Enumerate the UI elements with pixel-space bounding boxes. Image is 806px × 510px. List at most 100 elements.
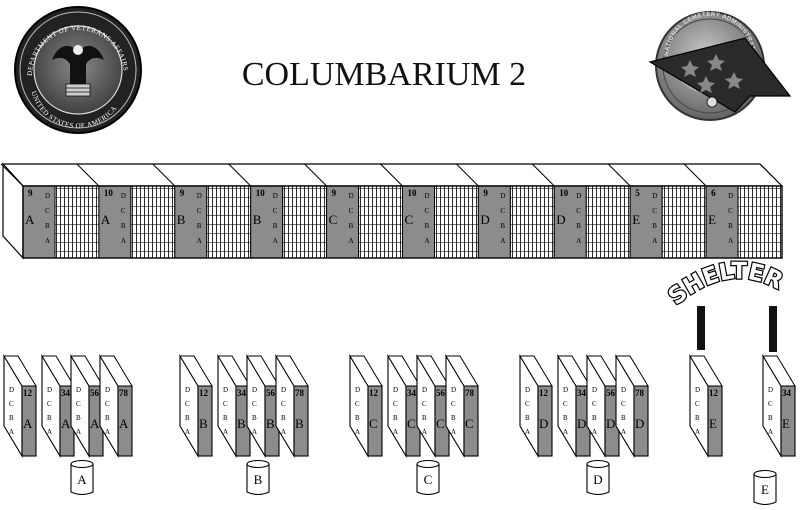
- column-number: 56: [606, 388, 616, 398]
- column-letter: B: [237, 416, 246, 431]
- row-label: C: [76, 400, 81, 408]
- column-number: 78: [635, 388, 645, 398]
- urn-icon: D: [586, 459, 610, 496]
- row-label: C: [223, 400, 228, 408]
- column-number: 78: [119, 388, 129, 398]
- row-label: D: [197, 192, 202, 200]
- row-label: A: [105, 428, 110, 436]
- row-label: A: [422, 428, 427, 436]
- wall-section-number: 9: [332, 188, 337, 198]
- page-title: COLUMBARIUM 2: [242, 56, 526, 93]
- wall-section-number: 10: [559, 188, 569, 198]
- row-label: A: [47, 428, 52, 436]
- row-label: B: [349, 222, 354, 230]
- wall-section-letter: E: [632, 212, 640, 227]
- row-label: A: [451, 428, 456, 436]
- row-label: D: [422, 386, 427, 394]
- column-letter: A: [61, 416, 71, 431]
- row-label: C: [185, 400, 190, 408]
- row-label: D: [121, 192, 126, 200]
- row-label: D: [576, 192, 581, 200]
- column-letter: D: [539, 416, 548, 431]
- row-label: B: [355, 414, 360, 422]
- row-label: A: [273, 237, 278, 245]
- row-label: A: [695, 428, 700, 436]
- row-label: B: [525, 414, 530, 422]
- row-label: B: [500, 222, 505, 230]
- column-number: 56: [90, 388, 100, 398]
- row-label: D: [393, 386, 398, 394]
- row-label: D: [349, 192, 354, 200]
- row-label: C: [451, 400, 456, 408]
- row-label: D: [695, 386, 700, 394]
- row-label: D: [273, 192, 278, 200]
- column-number: 34: [577, 388, 587, 398]
- urn-letter: E: [761, 482, 769, 497]
- column-number: 34: [237, 388, 247, 398]
- row-label: B: [223, 414, 228, 422]
- row-label: A: [9, 428, 14, 436]
- row-label: D: [47, 386, 52, 394]
- wall-section-letter: D: [556, 212, 565, 227]
- column-number: 34: [61, 388, 71, 398]
- row-label: C: [425, 207, 430, 215]
- row-label: C: [45, 207, 50, 215]
- row-label: D: [252, 386, 257, 394]
- row-label: B: [185, 414, 190, 422]
- wall-section-letter: A: [101, 212, 111, 227]
- column-letter: D: [577, 416, 586, 431]
- row-label: B: [273, 222, 278, 230]
- row-label: C: [728, 207, 733, 215]
- row-label: A: [563, 428, 568, 436]
- shelter-label: SHELTER: [664, 258, 787, 310]
- shelter: SHELTER: [663, 257, 788, 352]
- wall-section-letter: B: [253, 212, 262, 227]
- wall-section-number: 9: [28, 188, 33, 198]
- row-label: A: [223, 428, 228, 436]
- column-letter: C: [465, 416, 474, 431]
- wall-section-number: 9: [180, 188, 185, 198]
- row-label: D: [621, 386, 626, 394]
- row-label: C: [563, 400, 568, 408]
- column-letter: B: [266, 416, 275, 431]
- row-label: B: [768, 414, 773, 422]
- columbarium-groups: 12DCBAA34DCBAA56DCBAA78DCBAAA12DCBAB34DC…: [3, 354, 796, 506]
- urn-icon: E: [753, 469, 777, 506]
- wall-section-number: 5: [635, 188, 640, 198]
- row-label: D: [355, 386, 360, 394]
- row-label: B: [9, 414, 14, 422]
- row-label: A: [621, 428, 626, 436]
- niche-grid: [206, 185, 252, 259]
- wall-section-number: 6: [711, 188, 716, 198]
- column-number: 12: [709, 388, 719, 398]
- column-number: 34: [407, 388, 417, 398]
- shelter-post-right: [769, 306, 777, 352]
- row-label: A: [281, 428, 286, 436]
- wall-section-number: 10: [256, 188, 266, 198]
- row-label: B: [621, 414, 626, 422]
- wall-section-number: 10: [408, 188, 418, 198]
- column-letter: E: [709, 416, 717, 431]
- wall-section-letter: E: [708, 212, 716, 227]
- row-label: A: [425, 237, 430, 245]
- row-label: B: [422, 414, 427, 422]
- column-number: 78: [295, 388, 305, 398]
- row-label: D: [525, 386, 530, 394]
- row-label: A: [349, 237, 354, 245]
